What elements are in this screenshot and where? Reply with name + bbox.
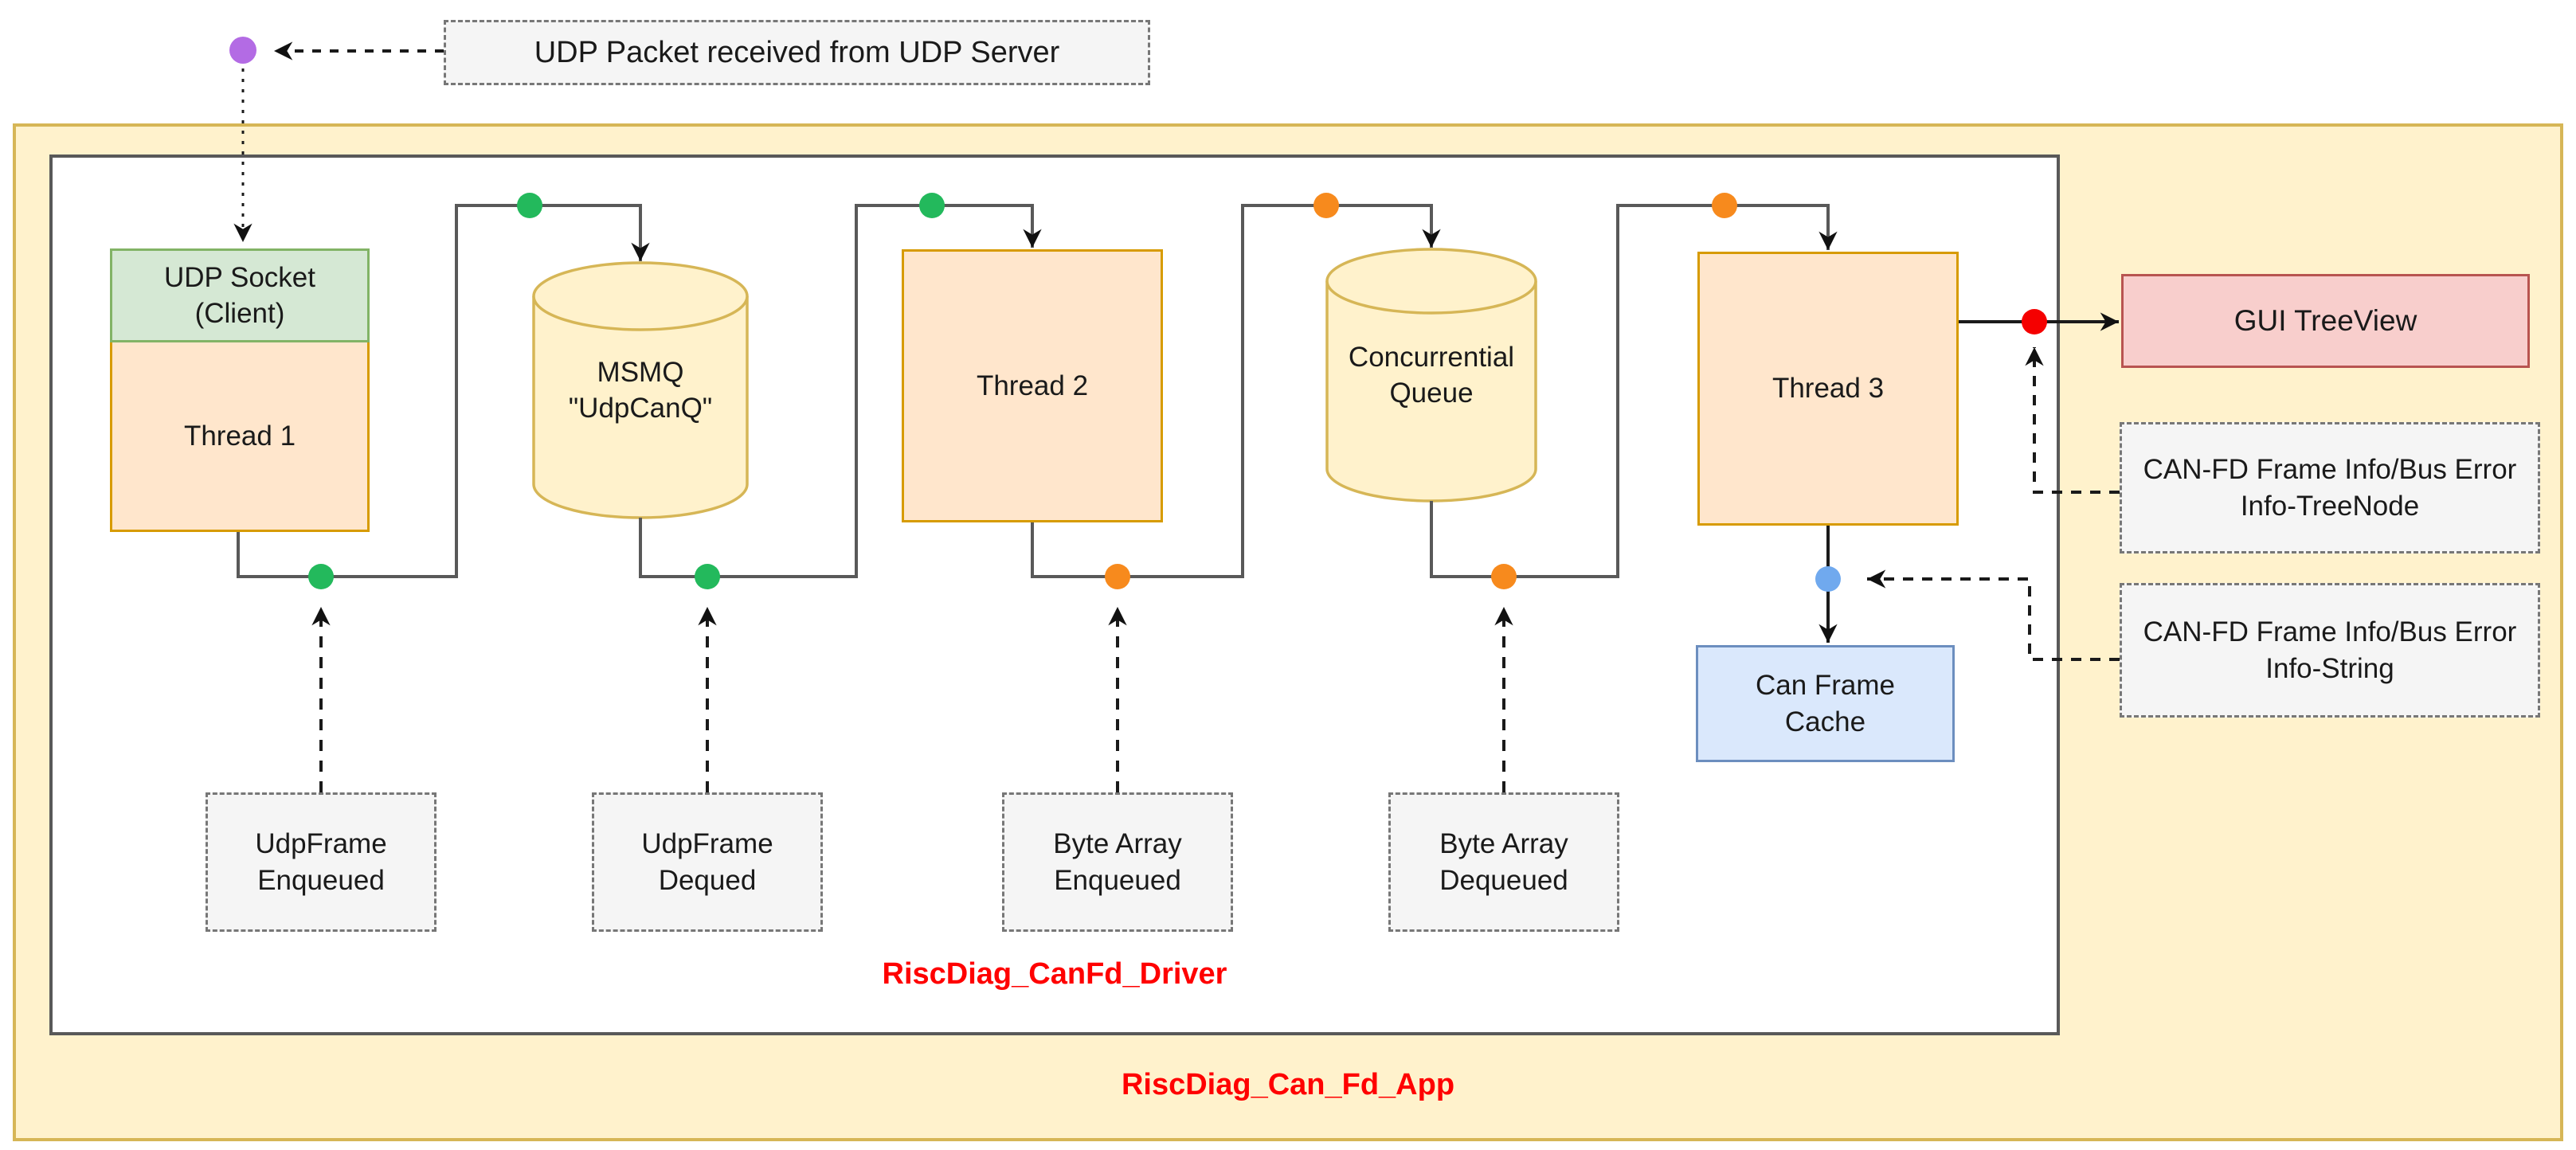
- thread1-label: Thread 1: [183, 420, 296, 452]
- gui-treeview-label: GUI TreeView: [2233, 304, 2417, 337]
- callout-string-label: CAN-FD Frame Info/Bus Error Info-String: [2143, 616, 2517, 684]
- msmq-label: MSMQ "UdpCanQ": [568, 356, 713, 424]
- gui-treeview-node: GUI TreeView: [2121, 274, 2530, 368]
- concurrential-queue-label: Concurrential Queue: [1348, 341, 1515, 409]
- udp-packet-annotation-label: UDP Packet received from UDP Server: [534, 35, 1060, 69]
- concurrential-queue-label-wrap: Concurrential Queue: [1327, 281, 1536, 469]
- can-frame-cache-label: Can Frame Cache: [1755, 670, 1896, 737]
- udp-socket-node: UDP Socket (Client): [110, 248, 370, 342]
- event-bytearray-enqueued: Byte Array Enqueued: [1002, 792, 1233, 932]
- driver-caption: RiscDiag_CanFd_Driver: [882, 957, 1227, 991]
- app-caption: RiscDiag_Can_Fd_App: [1121, 1068, 1455, 1101]
- event-bytearray-dequeued-label: Byte Array Dequeued: [1439, 828, 1568, 896]
- thread2-node: Thread 2: [902, 249, 1163, 522]
- udp-socket-label: UDP Socket (Client): [164, 261, 315, 330]
- event-bytearray-enqueued-label: Byte Array Enqueued: [1053, 828, 1182, 896]
- thread2-label: Thread 2: [976, 370, 1089, 401]
- event-udpframe-dequed-label: UdpFrame Dequed: [641, 828, 773, 896]
- msmq-label-wrap: MSMQ "UdpCanQ": [534, 296, 747, 484]
- event-udpframe-dequed: UdpFrame Dequed: [592, 792, 823, 932]
- callout-string: CAN-FD Frame Info/Bus Error Info-String: [2120, 583, 2540, 718]
- event-bytearray-dequeued: Byte Array Dequeued: [1388, 792, 1619, 932]
- udp-packet-annotation: UDP Packet received from UDP Server: [444, 20, 1150, 85]
- thread3-node: Thread 3: [1697, 252, 1959, 526]
- dot-purple-udp-packet: [229, 37, 256, 64]
- callout-treenode-label: CAN-FD Frame Info/Bus Error Info-TreeNod…: [2143, 454, 2517, 522]
- callout-treenode: CAN-FD Frame Info/Bus Error Info-TreeNod…: [2120, 422, 2540, 553]
- can-frame-cache-node: Can Frame Cache: [1696, 645, 1955, 762]
- event-udpframe-enqueued: UdpFrame Enqueued: [206, 792, 437, 932]
- thread3-label: Thread 3: [1771, 373, 1885, 405]
- thread1-node: Thread 1: [110, 342, 370, 532]
- event-udpframe-enqueued-label: UdpFrame Enqueued: [255, 828, 387, 896]
